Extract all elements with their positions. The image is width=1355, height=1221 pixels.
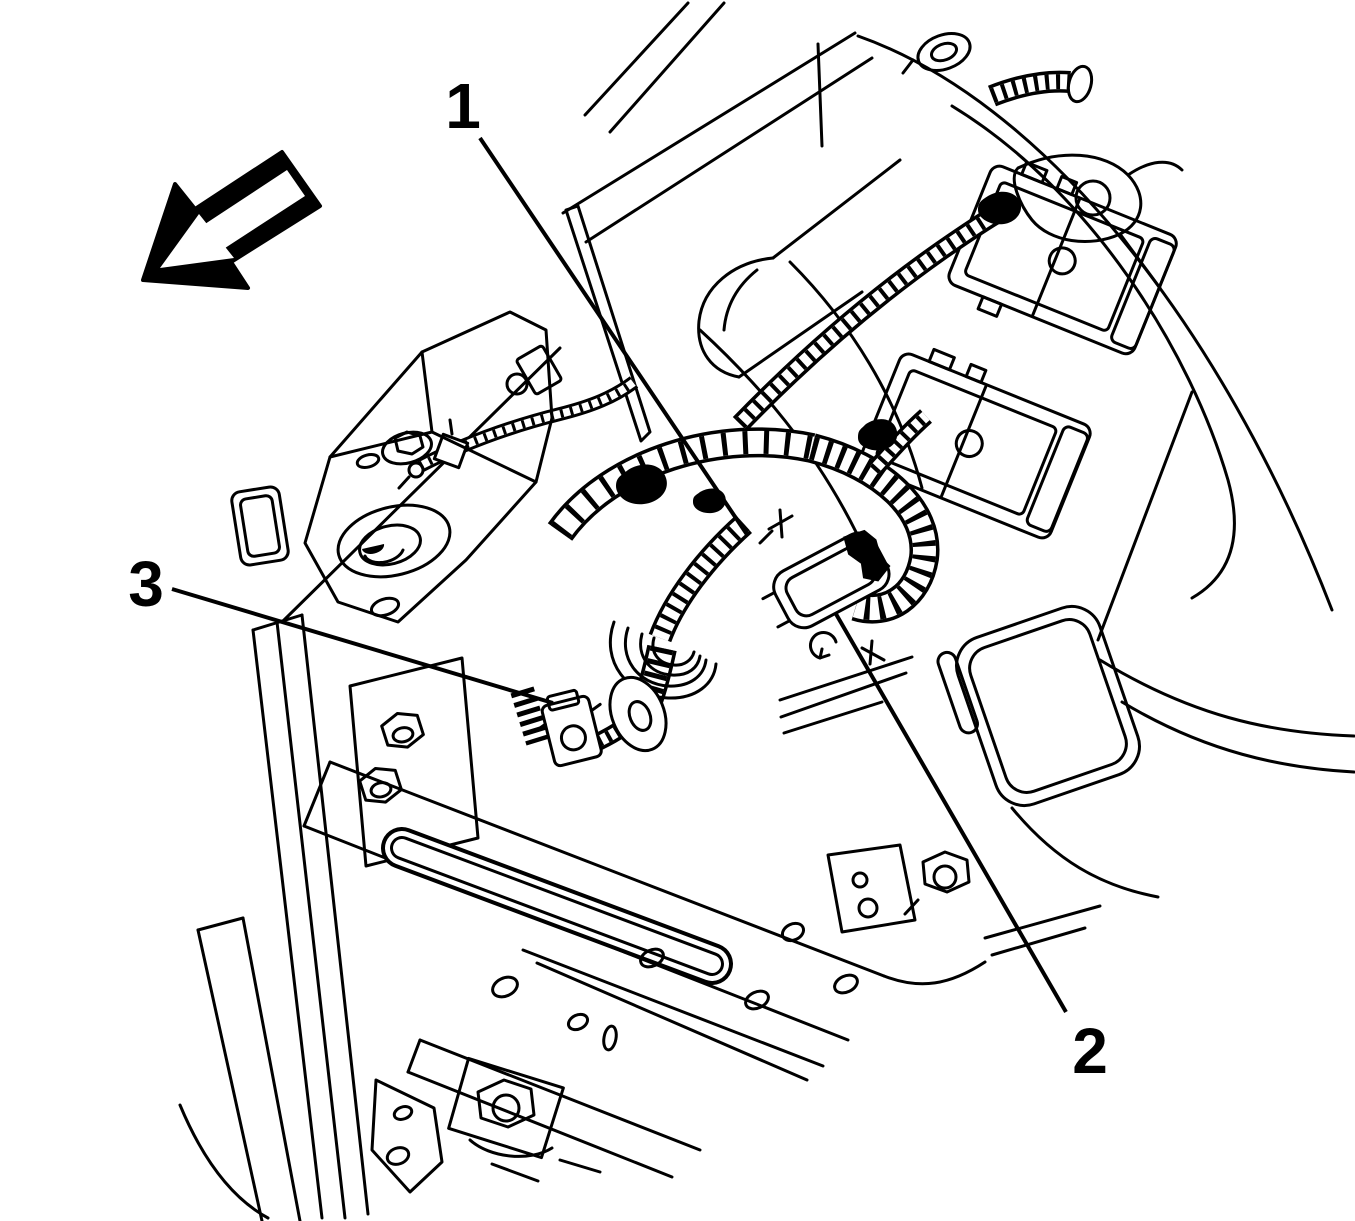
rotate-arrow-icon xyxy=(808,630,838,660)
control-module-upper xyxy=(947,160,1178,356)
rod xyxy=(564,204,652,443)
crossmember xyxy=(302,760,987,1183)
rubber-flap xyxy=(936,605,1160,899)
bolt xyxy=(901,32,972,75)
hose-end xyxy=(987,64,1094,107)
harness-branch-ticks xyxy=(758,508,914,735)
callout-label-1: 1 xyxy=(445,70,481,142)
leader-line-1 xyxy=(478,136,750,538)
hex-bolt-large xyxy=(447,1056,565,1160)
harness-grommet xyxy=(608,620,718,753)
harness-splices xyxy=(616,191,1022,514)
harness-clip xyxy=(535,688,603,768)
callout-label-3: 3 xyxy=(128,548,164,620)
gusset-bracket xyxy=(370,1078,444,1194)
callout-label-2: 2 xyxy=(1072,1015,1108,1087)
control-module-lower xyxy=(858,347,1092,540)
view-direction-arrow xyxy=(141,150,322,290)
frame-pillars xyxy=(178,613,480,1221)
bracket-plate xyxy=(230,310,563,624)
leader-line-2 xyxy=(834,612,1068,1014)
wheelhouse-arcs xyxy=(856,34,1355,957)
leader-line-3 xyxy=(171,587,554,705)
bolt-bracket xyxy=(826,843,971,934)
electrical-connector xyxy=(761,529,891,630)
frame-tube xyxy=(697,158,924,534)
wire-clip xyxy=(397,418,470,490)
callouts: 1 2 3 xyxy=(128,70,1108,1087)
